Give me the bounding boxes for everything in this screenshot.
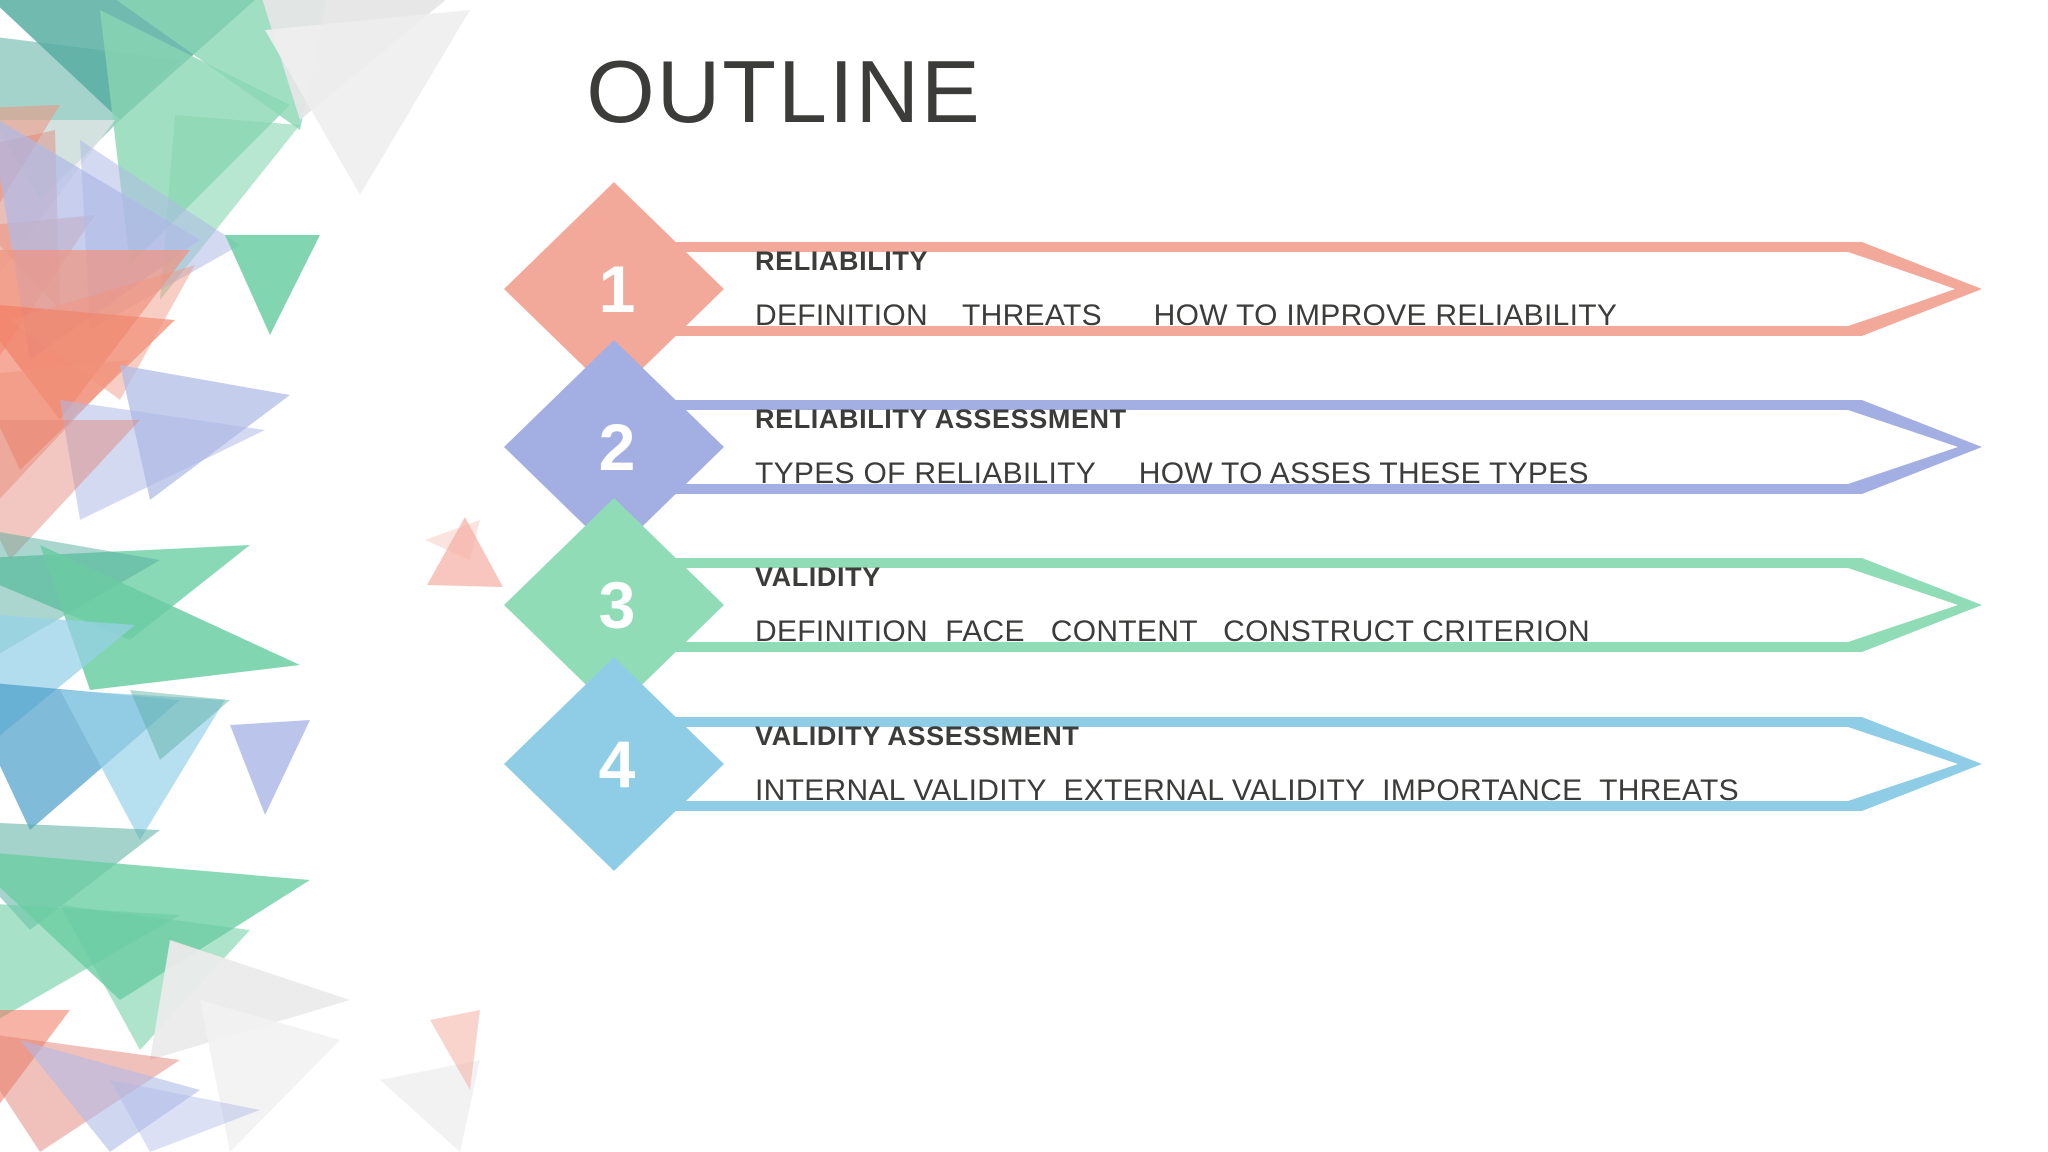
row-3-band [605, 558, 1982, 652]
row-2-heading: RELIABILITY ASSESSMENT [755, 403, 1127, 434]
row-1-number-diamond [504, 182, 724, 396]
accent-triangle-icon [427, 517, 503, 587]
row-4-band [605, 717, 1982, 811]
outline-row-4[interactable]: 4 VALIDITY ASSESSMENT INTERNAL VALIDITY … [504, 657, 1982, 871]
row-3-text: VALIDITY DEFINITION FACE CONTENT CONSTRU… [755, 500, 1935, 710]
outline-row-2[interactable]: 2 RELIABILITY ASSESSMENT TYPES OF RELIAB… [504, 340, 1982, 554]
row-2-text: RELIABILITY ASSESSMENT TYPES OF RELIABIL… [755, 342, 1935, 552]
row-1-subitems: DEFINITION THREATS HOW TO IMPROVE RELIAB… [755, 298, 1618, 332]
row-4-number: 4 [598, 727, 636, 801]
row-2-subitems: TYPES OF RELIABILITY HOW TO ASSES THESE … [755, 456, 1589, 490]
outline-row-1[interactable]: 1 RELIABILITY DEFINITION THREATS HOW TO … [504, 182, 1982, 396]
row-4-number-diamond [504, 657, 724, 871]
row-1-number: 1 [598, 252, 636, 326]
row-3-number-diamond [504, 498, 724, 712]
page-title-text: OUTLINE [586, 42, 982, 141]
row-3-heading: VALIDITY [755, 561, 881, 592]
row-2-band [605, 400, 1982, 494]
outline-row-3[interactable]: 3 VALIDITY DEFINITION FACE CONTENT CONST… [504, 498, 1982, 712]
row-1-heading: RELIABILITY [755, 245, 929, 276]
row-1-text: RELIABILITY DEFINITION THREATS HOW TO IM… [755, 184, 1935, 394]
page-title: OUTLINE [0, 42, 2048, 141]
row-4-heading: VALIDITY ASSESSMENT [755, 720, 1080, 751]
row-1-band [605, 242, 1982, 336]
row-2-number: 2 [598, 410, 636, 484]
polygon-decoration [0, 0, 480, 1152]
row-4-subitems: INTERNAL VALIDITY EXTERNAL VALIDITY IMPO… [755, 773, 1739, 807]
row-2-number-diamond [504, 340, 724, 554]
row-3-subitems: DEFINITION FACE CONTENT CONSTRUCT CRITER… [755, 614, 1590, 648]
row-4-text: VALIDITY ASSESSMENT INTERNAL VALIDITY EX… [755, 659, 1935, 869]
row-3-number: 3 [598, 568, 636, 642]
